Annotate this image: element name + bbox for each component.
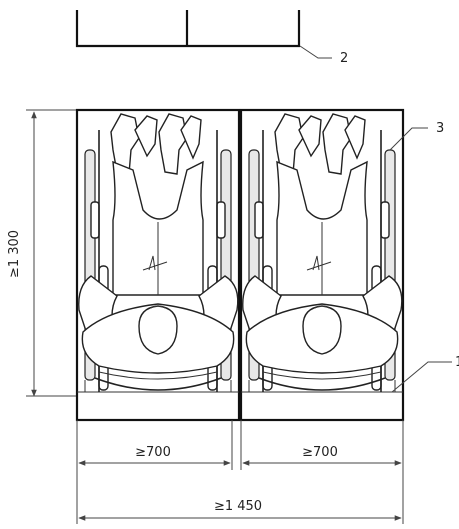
width-dimension-total: ≥1 450	[78, 499, 402, 521]
callout-2-label: 2	[340, 51, 348, 66]
width-total-label: ≥1 450	[214, 499, 262, 514]
callout-1-label: 1	[455, 355, 459, 370]
width-right-label: ≥700	[302, 445, 338, 460]
wheelchair-bay-right	[239, 108, 405, 422]
upper-bay-outline	[75, 10, 301, 48]
wheelchair-bay-left	[75, 108, 241, 422]
width-dimension-right: ≥700	[240, 420, 404, 524]
width-left-label: ≥700	[135, 445, 171, 460]
callout-3-label: 3	[436, 121, 444, 136]
callout-2: 2	[299, 45, 348, 66]
width-dimension-left: ≥700	[76, 420, 233, 524]
height-dimension: ≥1 300	[7, 109, 76, 397]
callout-3: 3	[389, 121, 444, 151]
height-dimension-label: ≥1 300	[7, 230, 22, 278]
callout-1: 1	[391, 355, 459, 393]
